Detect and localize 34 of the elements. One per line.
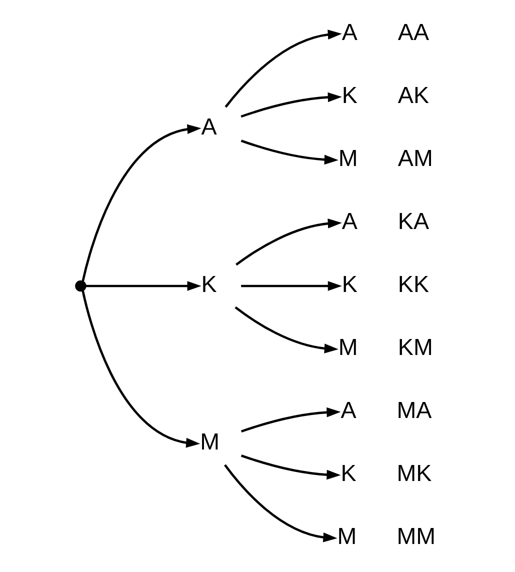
node-text: A	[342, 208, 358, 234]
arrow	[240, 407, 341, 433]
node-label: KK	[398, 270, 430, 297]
node-label: MK	[396, 460, 432, 486]
node-label: AA	[398, 18, 430, 45]
arrow	[240, 454, 341, 480]
arrow	[82, 290, 200, 448]
node-label: MA	[396, 396, 432, 423]
node-text: A	[342, 18, 358, 45]
node-text: M	[338, 144, 358, 171]
arrow	[224, 464, 338, 542]
node-text: A	[201, 113, 217, 140]
node-text: K	[201, 270, 217, 297]
node-circle	[75, 280, 86, 292]
node-label: AK	[398, 82, 430, 108]
node-label: AM	[398, 144, 433, 171]
arrow	[86, 281, 202, 291]
arrow	[234, 306, 338, 354]
node-label: KA	[398, 208, 430, 234]
arrow	[82, 124, 202, 282]
node-label: MM	[396, 522, 436, 549]
arrow	[241, 281, 342, 291]
node-text: K	[342, 270, 358, 297]
arrow	[240, 140, 338, 165]
arrow	[236, 218, 342, 266]
node-text: M	[337, 522, 357, 549]
node-text: M	[338, 334, 358, 360]
arrow	[224, 30, 342, 108]
node-text: A	[340, 396, 356, 423]
node-text: K	[340, 460, 356, 486]
arrow	[240, 92, 342, 118]
node-label: KM	[398, 334, 433, 360]
node-text: M	[200, 428, 220, 454]
node-text: K	[342, 82, 358, 108]
